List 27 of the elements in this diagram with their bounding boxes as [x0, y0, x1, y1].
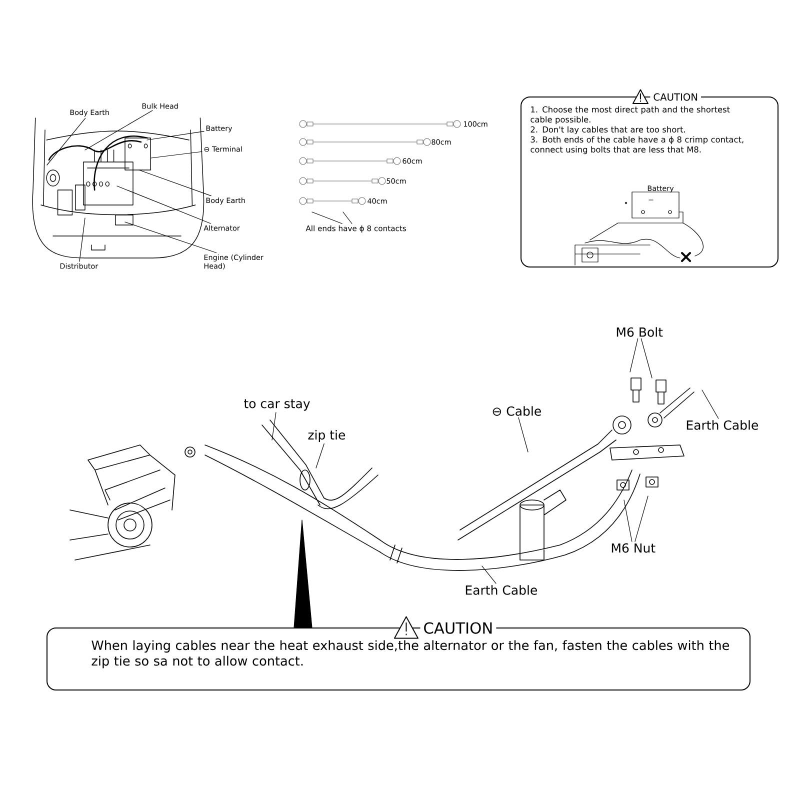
leader-line	[640, 338, 652, 378]
leader-line	[342, 212, 352, 224]
leader-line	[272, 412, 276, 440]
leader-line	[46, 118, 86, 166]
part-label: Earth Cable	[686, 420, 758, 430]
leader-line	[702, 390, 719, 419]
leader-line	[316, 443, 324, 468]
part-label: M6 Nut	[612, 543, 656, 553]
leader-line	[138, 170, 212, 196]
leader-line	[146, 130, 204, 140]
leader-line	[518, 417, 528, 452]
leader-line	[630, 338, 638, 372]
pointer-wedge	[294, 520, 312, 628]
leader-line	[482, 566, 496, 584]
part-label: to car stay	[244, 399, 310, 411]
part-label: Earth Cable	[466, 585, 538, 595]
leader-line	[79, 218, 86, 262]
leader-line	[624, 500, 632, 542]
leader-line	[124, 222, 217, 254]
leader-line	[312, 212, 342, 224]
leader-line	[150, 151, 202, 158]
part-label: zip tie	[308, 430, 346, 442]
part-label: M6 Bolt	[616, 327, 663, 337]
leader-line	[116, 186, 211, 224]
leader-line	[84, 110, 153, 150]
part-label: ⊖ Cable	[492, 406, 541, 416]
leader-line	[634, 496, 648, 542]
